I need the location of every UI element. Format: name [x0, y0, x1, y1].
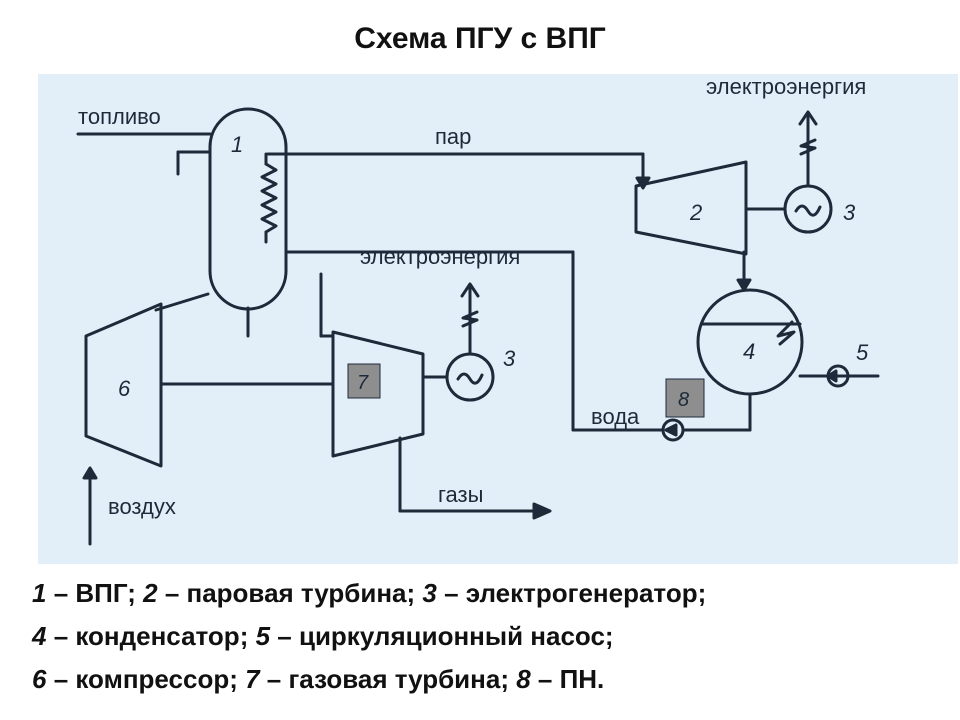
label-gases: газы [438, 482, 483, 507]
legend-text: – конденсатор; [46, 621, 256, 651]
legend-row-3: 6 – компрессор; 7 – газовая турбина; 8 –… [32, 658, 932, 701]
legend-text: – компрессор; [46, 664, 246, 694]
legend-row-1: 1 – ВПГ; 2 – паровая турбина; 3 – электр… [32, 572, 932, 615]
compressor [84, 302, 163, 468]
label-steam: пар [435, 124, 471, 149]
label-electricity-top: электроэнергия [706, 74, 866, 99]
label-n6: 6 [118, 376, 131, 401]
legend-num: 8 [516, 664, 531, 694]
label-n3a: 3 [843, 200, 856, 225]
label-n2: 2 [689, 200, 702, 225]
legend-text: – электрогенератор; [436, 578, 707, 608]
page-title: Схема ПГУ с ВПГ [354, 22, 606, 55]
legend: 1 – ВПГ; 2 – паровая турбина; 3 – электр… [32, 572, 932, 701]
label-n5: 5 [856, 340, 869, 365]
legend-num: 1 [32, 578, 47, 608]
legend-text: – ПН. [530, 664, 605, 694]
label-fuel: топливо [78, 104, 161, 129]
pgu-diagram: топливо пар электроэнергия электроэнерги… [38, 74, 958, 564]
label-n1: 1 [231, 132, 243, 157]
legend-text: – ВПГ; [46, 578, 144, 608]
badge-7 [347, 363, 381, 399]
legend-num: 6 [32, 664, 47, 694]
label-electricity-mid: электроэнергия [360, 244, 520, 269]
legend-text: – циркуляционный насос; [270, 621, 614, 651]
heater-coil [260, 162, 278, 234]
legend-num: 5 [255, 621, 271, 651]
legend-text: – паровая турбина; [157, 578, 423, 608]
legend-num: 2 [143, 578, 158, 608]
label-air: воздух [108, 494, 176, 519]
diagram-background [38, 74, 958, 564]
badge-8 [665, 378, 705, 418]
legend-num: 3 [422, 578, 437, 608]
legend-num: 7 [245, 664, 260, 694]
legend-num: 4 [32, 621, 47, 651]
gas-turbine [331, 330, 425, 458]
steam-turbine [634, 160, 748, 256]
label-n7: 7 [357, 372, 369, 394]
label-water: вода [591, 404, 640, 429]
legend-text: – газовая турбина; [259, 664, 517, 694]
label-n4: 4 [743, 339, 755, 364]
legend-row-2: 4 – конденсатор; 5 – циркуляционный насо… [32, 615, 932, 658]
label-n3b: 3 [503, 346, 516, 371]
label-n8: 8 [678, 389, 689, 411]
